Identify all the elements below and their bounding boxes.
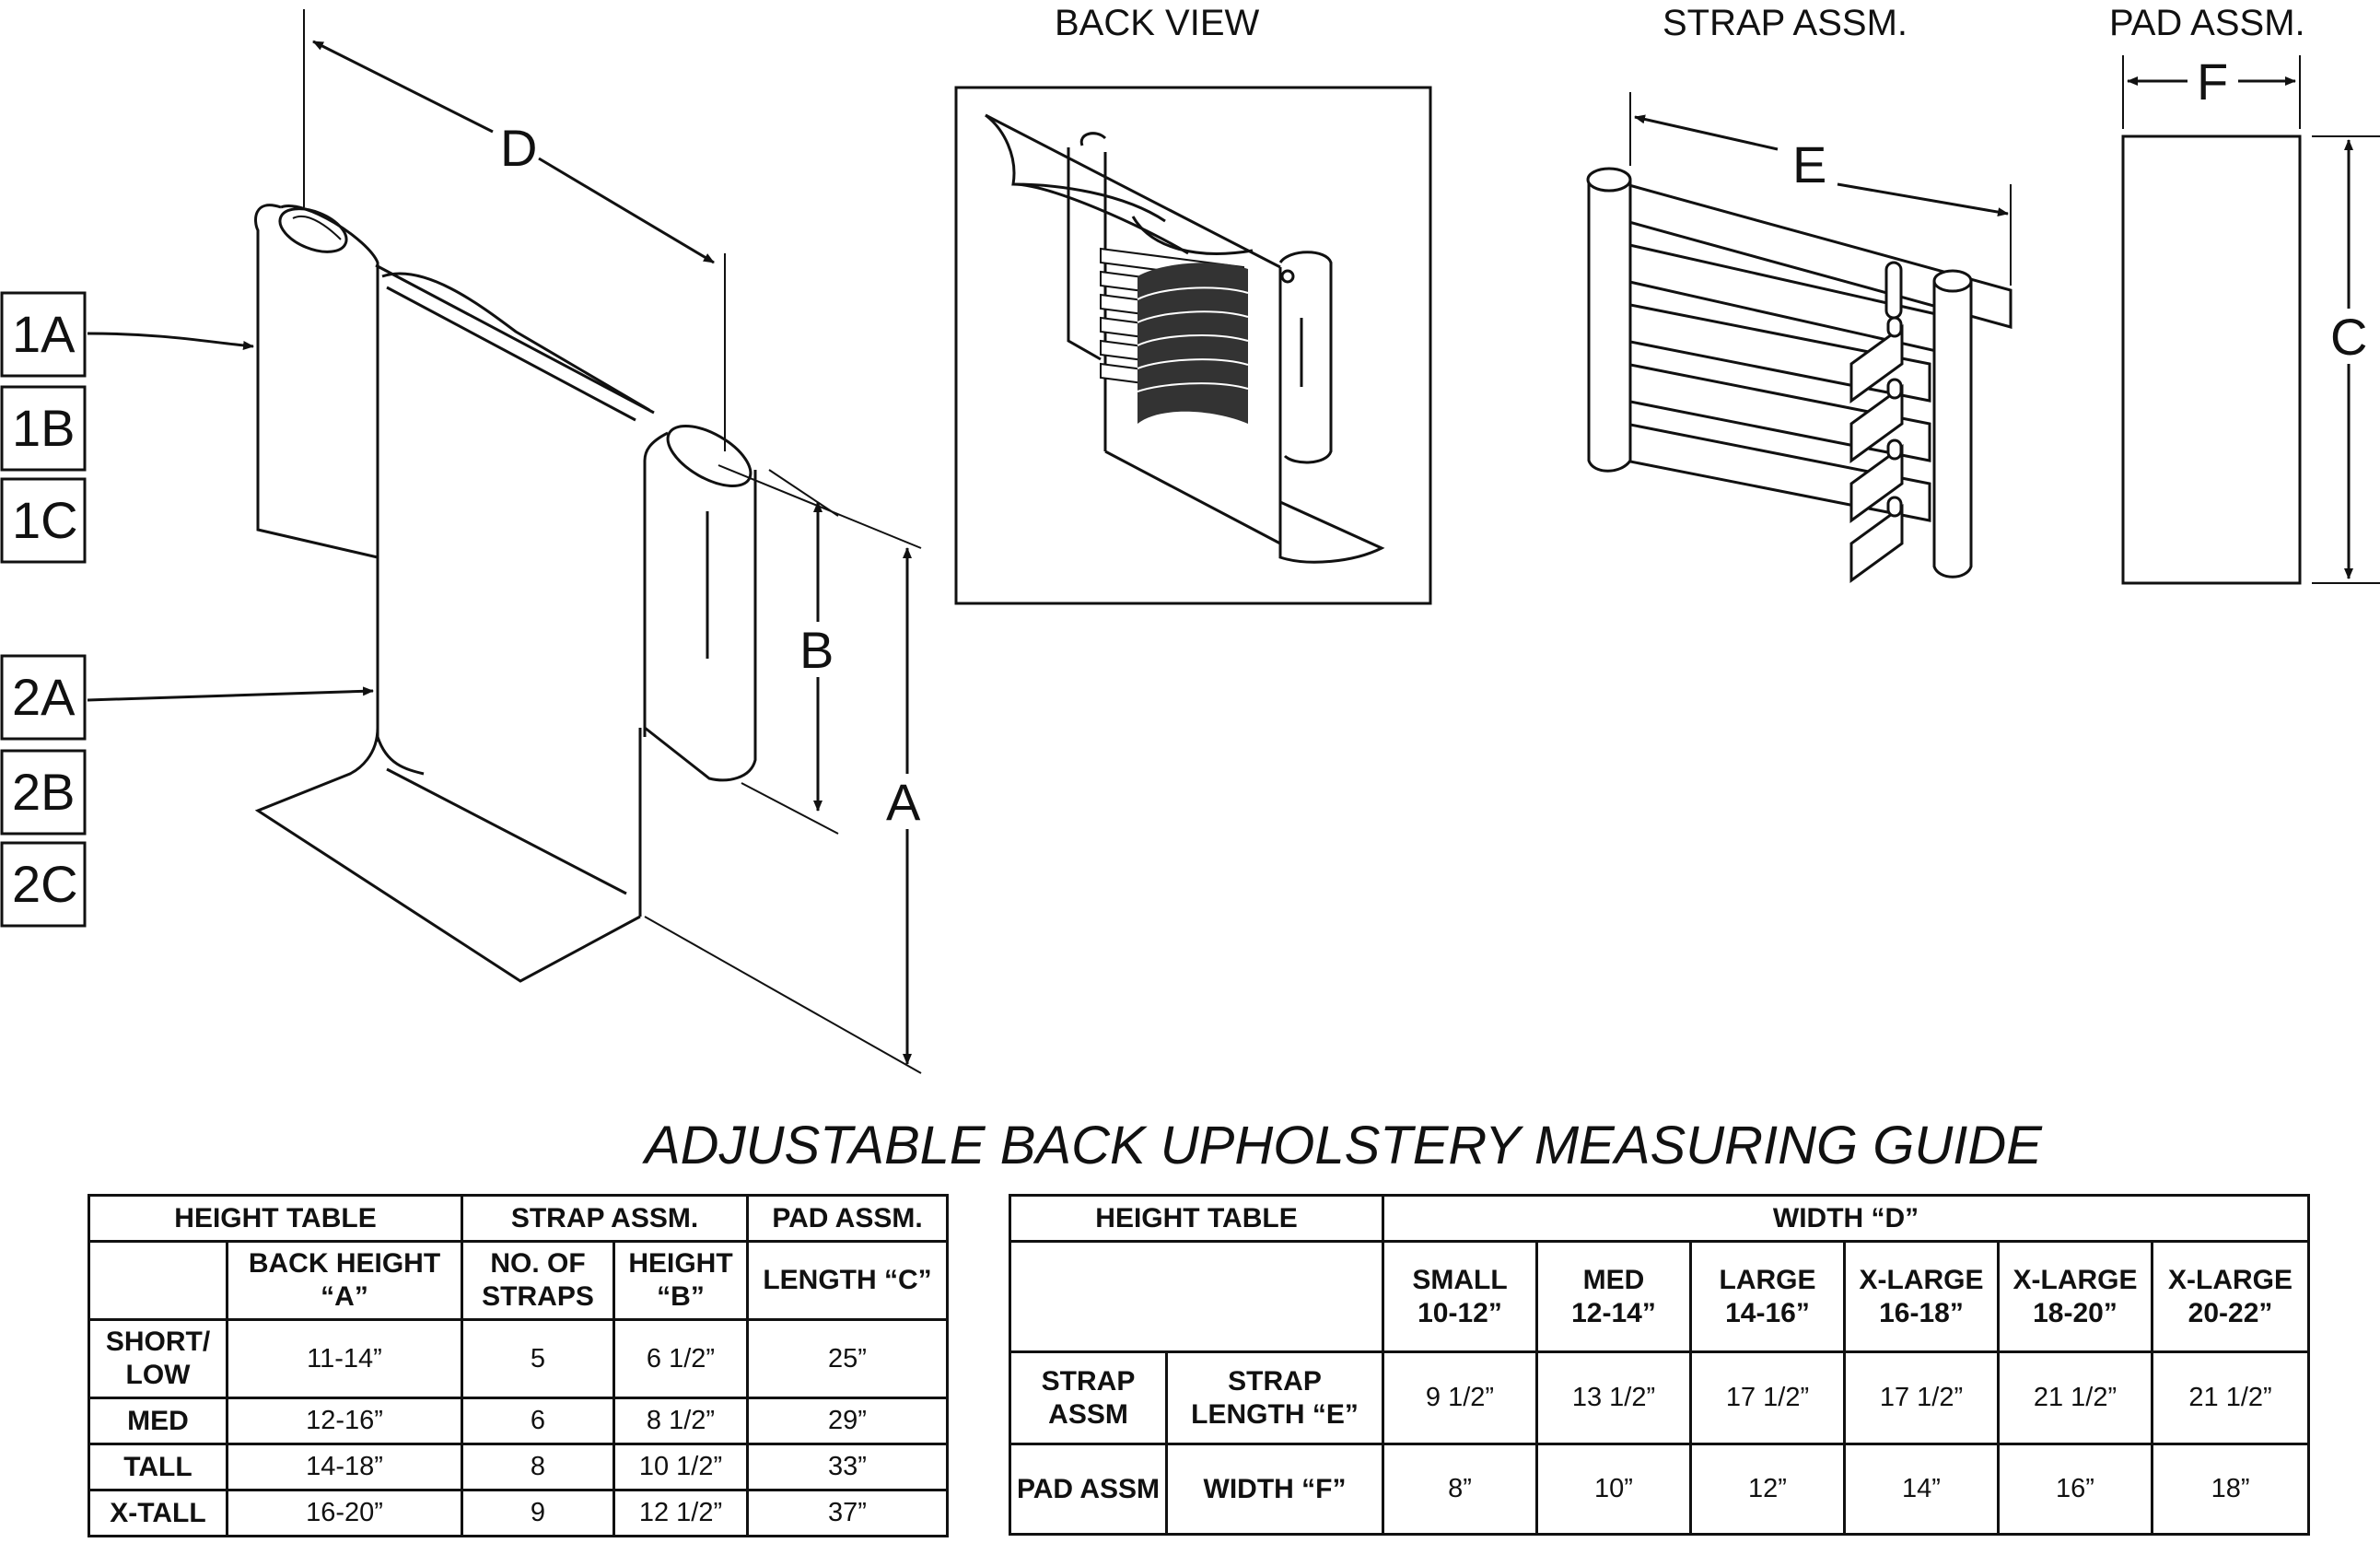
code-2a: 2A bbox=[12, 668, 76, 726]
row-size: SHORT/ LOW bbox=[88, 1318, 228, 1399]
row-group: STRAP ASSM bbox=[1009, 1350, 1168, 1445]
code-1b: 1B bbox=[12, 399, 76, 457]
dim-label-c: C bbox=[2330, 308, 2367, 366]
table-row: TALL 14-18” 8 10 1/2” 33” bbox=[88, 1443, 949, 1491]
width-table-group-width: WIDTH “D” bbox=[1381, 1194, 2311, 1243]
strap-assm-label: STRAP ASSM. bbox=[1662, 3, 1908, 43]
col-height-b: HEIGHT “B” bbox=[612, 1240, 749, 1321]
code-2c: 2C bbox=[12, 855, 78, 913]
row-label: STRAP LENGTH “E” bbox=[1165, 1350, 1384, 1445]
dim-label-a: A bbox=[886, 773, 921, 831]
leader-lines bbox=[87, 332, 374, 702]
height-table-group-strap: STRAP ASSM. bbox=[461, 1194, 749, 1243]
dim-label-e: E bbox=[1792, 135, 1826, 193]
cell-value: 8” bbox=[1382, 1443, 1538, 1536]
cell-length: 33” bbox=[746, 1443, 949, 1491]
table-row: PAD ASSM WIDTH “F” 8” 10” 12” 14” 16” 18… bbox=[1009, 1443, 2311, 1536]
cell-back-height: 16-20” bbox=[226, 1489, 463, 1537]
upholstery-isometric bbox=[254, 204, 757, 983]
dimension-b bbox=[741, 469, 839, 835]
back-view-velcro bbox=[1138, 263, 1248, 424]
cell-back-height: 12-16” bbox=[226, 1397, 463, 1445]
dim-label-b: B bbox=[799, 621, 834, 679]
width-table-corner bbox=[1009, 1240, 1384, 1353]
cell-straps: 9 bbox=[461, 1489, 615, 1537]
cell-back-height: 11-14” bbox=[226, 1318, 463, 1399]
cell-straps: 6 bbox=[461, 1397, 615, 1445]
row-size: X-TALL bbox=[88, 1489, 228, 1537]
cell-back-height: 14-18” bbox=[226, 1443, 463, 1491]
table-row: STRAP ASSM STRAP LENGTH “E” 9 1/2” 13 1/… bbox=[1009, 1350, 2311, 1445]
code-1c: 1C bbox=[12, 491, 78, 549]
row-size: TALL bbox=[88, 1443, 228, 1491]
cell-value: 14” bbox=[1843, 1443, 2000, 1536]
cell-value: 12” bbox=[1689, 1443, 1846, 1536]
table-row: X-TALL 16-20” 9 12 1/2” 37” bbox=[88, 1489, 949, 1537]
cell-value: 21 1/2” bbox=[2150, 1350, 2311, 1445]
cell-value: 17 1/2” bbox=[1689, 1350, 1846, 1445]
height-table-group-pad: PAD ASSM. bbox=[746, 1194, 949, 1243]
code-2b: 2B bbox=[12, 763, 76, 821]
cell-height: 10 1/2” bbox=[612, 1443, 749, 1491]
back-view-label: BACK VIEW bbox=[1055, 3, 1260, 43]
height-table-group-height: HEIGHT TABLE bbox=[88, 1194, 463, 1243]
row-group: PAD ASSM bbox=[1009, 1443, 1168, 1536]
dimension-d bbox=[303, 9, 726, 451]
cell-height: 6 1/2” bbox=[612, 1318, 749, 1399]
dimension-f bbox=[2122, 55, 2301, 129]
cell-length: 25” bbox=[746, 1318, 949, 1399]
col-back-height: BACK HEIGHT “A” bbox=[226, 1240, 463, 1321]
cell-height: 8 1/2” bbox=[612, 1397, 749, 1445]
cell-straps: 8 bbox=[461, 1443, 615, 1491]
code-1a: 1A bbox=[12, 305, 76, 363]
height-table-corner bbox=[88, 1240, 228, 1321]
row-label: WIDTH “F” bbox=[1165, 1443, 1384, 1536]
table-row: SHORT/ LOW 11-14” 5 6 1/2” 25” bbox=[88, 1318, 949, 1399]
width-table-group-height: HEIGHT TABLE bbox=[1009, 1194, 1384, 1243]
cell-length: 29” bbox=[746, 1397, 949, 1445]
cell-value: 17 1/2” bbox=[1843, 1350, 2000, 1445]
col-no-straps: NO. OF STRAPS bbox=[461, 1240, 615, 1321]
cell-straps: 5 bbox=[461, 1318, 615, 1399]
table-row: MED 12-16” 6 8 1/2” 29” bbox=[88, 1397, 949, 1445]
cell-value: 21 1/2” bbox=[1997, 1350, 2153, 1445]
row-size: MED bbox=[88, 1397, 228, 1445]
col-length-c: LENGTH “C” bbox=[746, 1240, 949, 1321]
guide-title: ADJUSTABLE BACK UPHOLSTERY MEASURING GUI… bbox=[645, 1116, 2042, 1175]
cell-value: 13 1/2” bbox=[1535, 1350, 1692, 1445]
dimension-e bbox=[1629, 92, 2012, 286]
code-boxes bbox=[0, 291, 87, 928]
height-table: HEIGHT TABLE STRAP ASSM. PAD ASSM. BACK … bbox=[88, 1194, 949, 1537]
cell-length: 37” bbox=[746, 1489, 949, 1537]
strap-assembly-drawing bbox=[1586, 167, 2012, 583]
dim-label-d: D bbox=[500, 119, 537, 177]
dim-label-f: F bbox=[2197, 53, 2228, 111]
pad-assm-label: PAD ASSM. bbox=[2109, 3, 2305, 43]
cell-value: 16” bbox=[1997, 1443, 2153, 1536]
pad-rectangle bbox=[2121, 134, 2302, 585]
back-view-frame bbox=[954, 86, 1432, 605]
dimension-c bbox=[2312, 135, 2380, 584]
cell-value: 10” bbox=[1535, 1443, 1692, 1536]
cell-value: 18” bbox=[2150, 1443, 2311, 1536]
cell-value: 9 1/2” bbox=[1382, 1350, 1538, 1445]
cell-height: 12 1/2” bbox=[612, 1489, 749, 1537]
dimension-a bbox=[644, 464, 922, 1074]
